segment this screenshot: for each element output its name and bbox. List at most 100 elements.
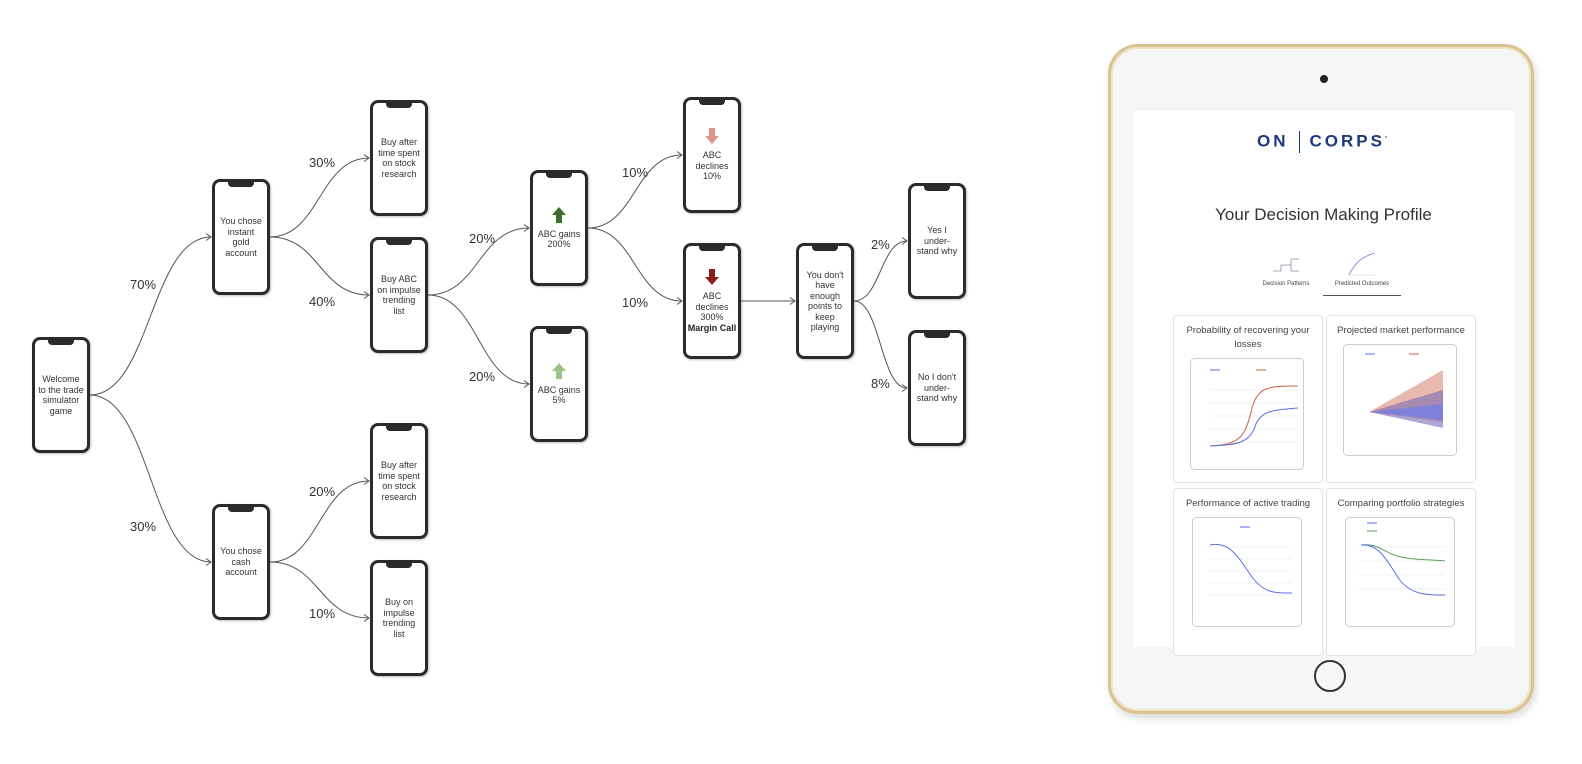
edge-arrowhead-decl300 — [676, 297, 683, 305]
edge-label-no: 8% — [871, 376, 890, 391]
market-performance-chart — [1343, 344, 1457, 456]
edge-cash-impulse2 — [269, 561, 370, 619]
card-portfolio-strategies-title: Comparing portfolio strategies — [1337, 498, 1465, 509]
node-no-points: You don't have enough points to keep pla… — [796, 243, 854, 359]
edge-label-gain-200: 20% — [469, 231, 496, 246]
edge-label-gold: 70% — [130, 277, 157, 292]
up-arrow-icon — [552, 206, 566, 223]
node-welcome-label: Welcome to the trade simulator game — [38, 374, 84, 416]
page-title: Your Decision Making Profile — [1215, 205, 1432, 224]
edge-arrowhead-gain200 — [523, 224, 530, 232]
edge-label-research-1: 30% — [309, 155, 336, 170]
edge-arrowhead-impulse2 — [363, 614, 370, 622]
edge-label-yes: 2% — [871, 237, 890, 252]
curve-chart-icon — [1348, 252, 1376, 276]
node-gain-5: ABC gains 5% — [530, 326, 588, 442]
portfolio-strategies-chart — [1345, 517, 1455, 627]
edge-nopoints-no — [853, 300, 908, 389]
node-decline-300: ABC declines 300% Margin Call — [683, 243, 741, 359]
decision-tree-connectors — [89, 151, 908, 622]
logo-left-text: ON — [1257, 131, 1289, 151]
edge-gold-research1 — [269, 157, 370, 238]
card-active-trading: Performance of active trading — [1173, 488, 1323, 656]
node-no-label: No I don't under-stand why — [916, 372, 958, 404]
edge-arrowhead-gain5 — [523, 380, 530, 388]
card-active-trading-title: Performance of active trading — [1185, 498, 1311, 509]
edge-arrowhead-decl10 — [676, 151, 683, 159]
tab-decision-patterns[interactable]: Decision Patterns — [1247, 249, 1325, 295]
down-arrow-icon — [705, 269, 719, 285]
up-arrow-shape — [552, 206, 566, 223]
node-welcome: Welcome to the trade simulator game — [32, 337, 90, 453]
edge-welcome-cash — [89, 394, 212, 563]
card-recovering-losses-title: Probability of recovering your losses — [1186, 325, 1310, 350]
node-no-points-label: You don't have enough points to keep pla… — [806, 269, 844, 333]
edge-gold-impulse1 — [269, 236, 370, 296]
node-cash-account-label: You chose cash account — [220, 546, 262, 578]
edge-arrowhead-gold — [205, 233, 212, 241]
edge-gain200-decl300 — [587, 227, 683, 302]
node-impulse-1-label: Buy ABC on impulse trending list — [377, 274, 421, 316]
node-yes: Yes I under-stand why — [908, 183, 966, 299]
node-gold-account-label: You chose instant gold account — [220, 216, 262, 258]
edge-welcome-gold — [89, 236, 212, 396]
node-impulse-2-label: Buy on impulse trending list — [382, 597, 416, 639]
node-cash-account: You chose cash account — [212, 504, 270, 620]
node-decline-300-label: ABC declines 300% — [695, 291, 729, 322]
node-gold-account: You chose instant gold account — [212, 179, 270, 295]
node-research-2-label: Buy after time spent on stock research — [378, 460, 420, 502]
tab-decision-patterns-label: Decision Patterns — [1262, 281, 1310, 287]
edge-nopoints-yes — [853, 240, 908, 302]
edge-arrowhead-cash — [205, 558, 212, 566]
node-research-1-label: Buy after time spent on stock research — [378, 137, 420, 179]
node-decline-10: ABC declines 10% — [683, 97, 741, 213]
edge-arrowhead-no — [901, 384, 908, 392]
node-yes-label: Yes I under-stand why — [916, 225, 958, 257]
node-gain-200-label: ABC gains 200% — [537, 228, 581, 250]
edge-arrowhead-nopoints — [789, 297, 796, 305]
edge-label-impulse-2: 10% — [309, 606, 336, 621]
card-portfolio-strategies: Comparing portfolio strategies — [1326, 488, 1476, 656]
node-gain-5-label: ABC gains 5% — [537, 384, 581, 406]
active-trading-chart — [1192, 517, 1302, 627]
edge-label-research-2: 20% — [309, 484, 336, 499]
up-arrow-shape — [552, 362, 566, 379]
tab-predicted-outcomes[interactable]: Predicted Outcomes — [1323, 249, 1401, 296]
edge-arrowhead-yes — [901, 237, 908, 245]
edge-arrowhead-research2 — [363, 477, 370, 485]
node-decline-10-label: ABC declines 10% — [695, 150, 729, 182]
node-research-1: Buy after time spent on stock research — [370, 100, 428, 216]
home-button[interactable] — [1314, 660, 1346, 692]
down-arrow-icon — [705, 128, 719, 145]
down-arrow-shape — [705, 269, 719, 285]
edge-impulse1-gain200 — [427, 227, 530, 296]
edge-arrowhead-impulse1 — [363, 291, 370, 299]
node-impulse-1: Buy ABC on impulse trending list — [370, 237, 428, 353]
edge-label-decline-10: 10% — [622, 165, 649, 180]
logo-right-text: CORPS — [1309, 131, 1385, 151]
node-gain-200: ABC gains 200% — [530, 170, 588, 286]
edge-arrowhead-research1 — [363, 154, 370, 162]
decision-tree-icon — [1273, 258, 1299, 272]
edge-label-cash: 30% — [130, 519, 157, 534]
edge-label-impulse-1: 40% — [309, 294, 336, 309]
card-market-performance-title: Projected market performance — [1337, 325, 1465, 336]
logo-divider — [1298, 131, 1300, 153]
node-impulse-2: Buy on impulse trending list — [370, 560, 428, 676]
edge-impulse1-gain5 — [427, 294, 530, 385]
up-arrow-icon — [552, 362, 566, 379]
card-recovering-losses: Probability of recovering your losses — [1173, 315, 1323, 483]
edge-cash-research2 — [269, 480, 370, 563]
recovering-losses-chart — [1190, 358, 1304, 470]
edge-label-gain-5: 20% — [469, 369, 496, 384]
edge-gain200-decl10 — [587, 154, 683, 229]
down-arrow-shape — [705, 128, 719, 145]
card-market-performance: Projected market performance — [1326, 315, 1476, 483]
camera-icon — [1320, 75, 1328, 83]
node-no: No I don't under-stand why — [908, 330, 966, 446]
edge-label-decline-300: 10% — [622, 295, 649, 310]
node-research-2: Buy after time spent on stock research — [370, 423, 428, 539]
margin-call-label: Margin Call — [687, 322, 737, 333]
